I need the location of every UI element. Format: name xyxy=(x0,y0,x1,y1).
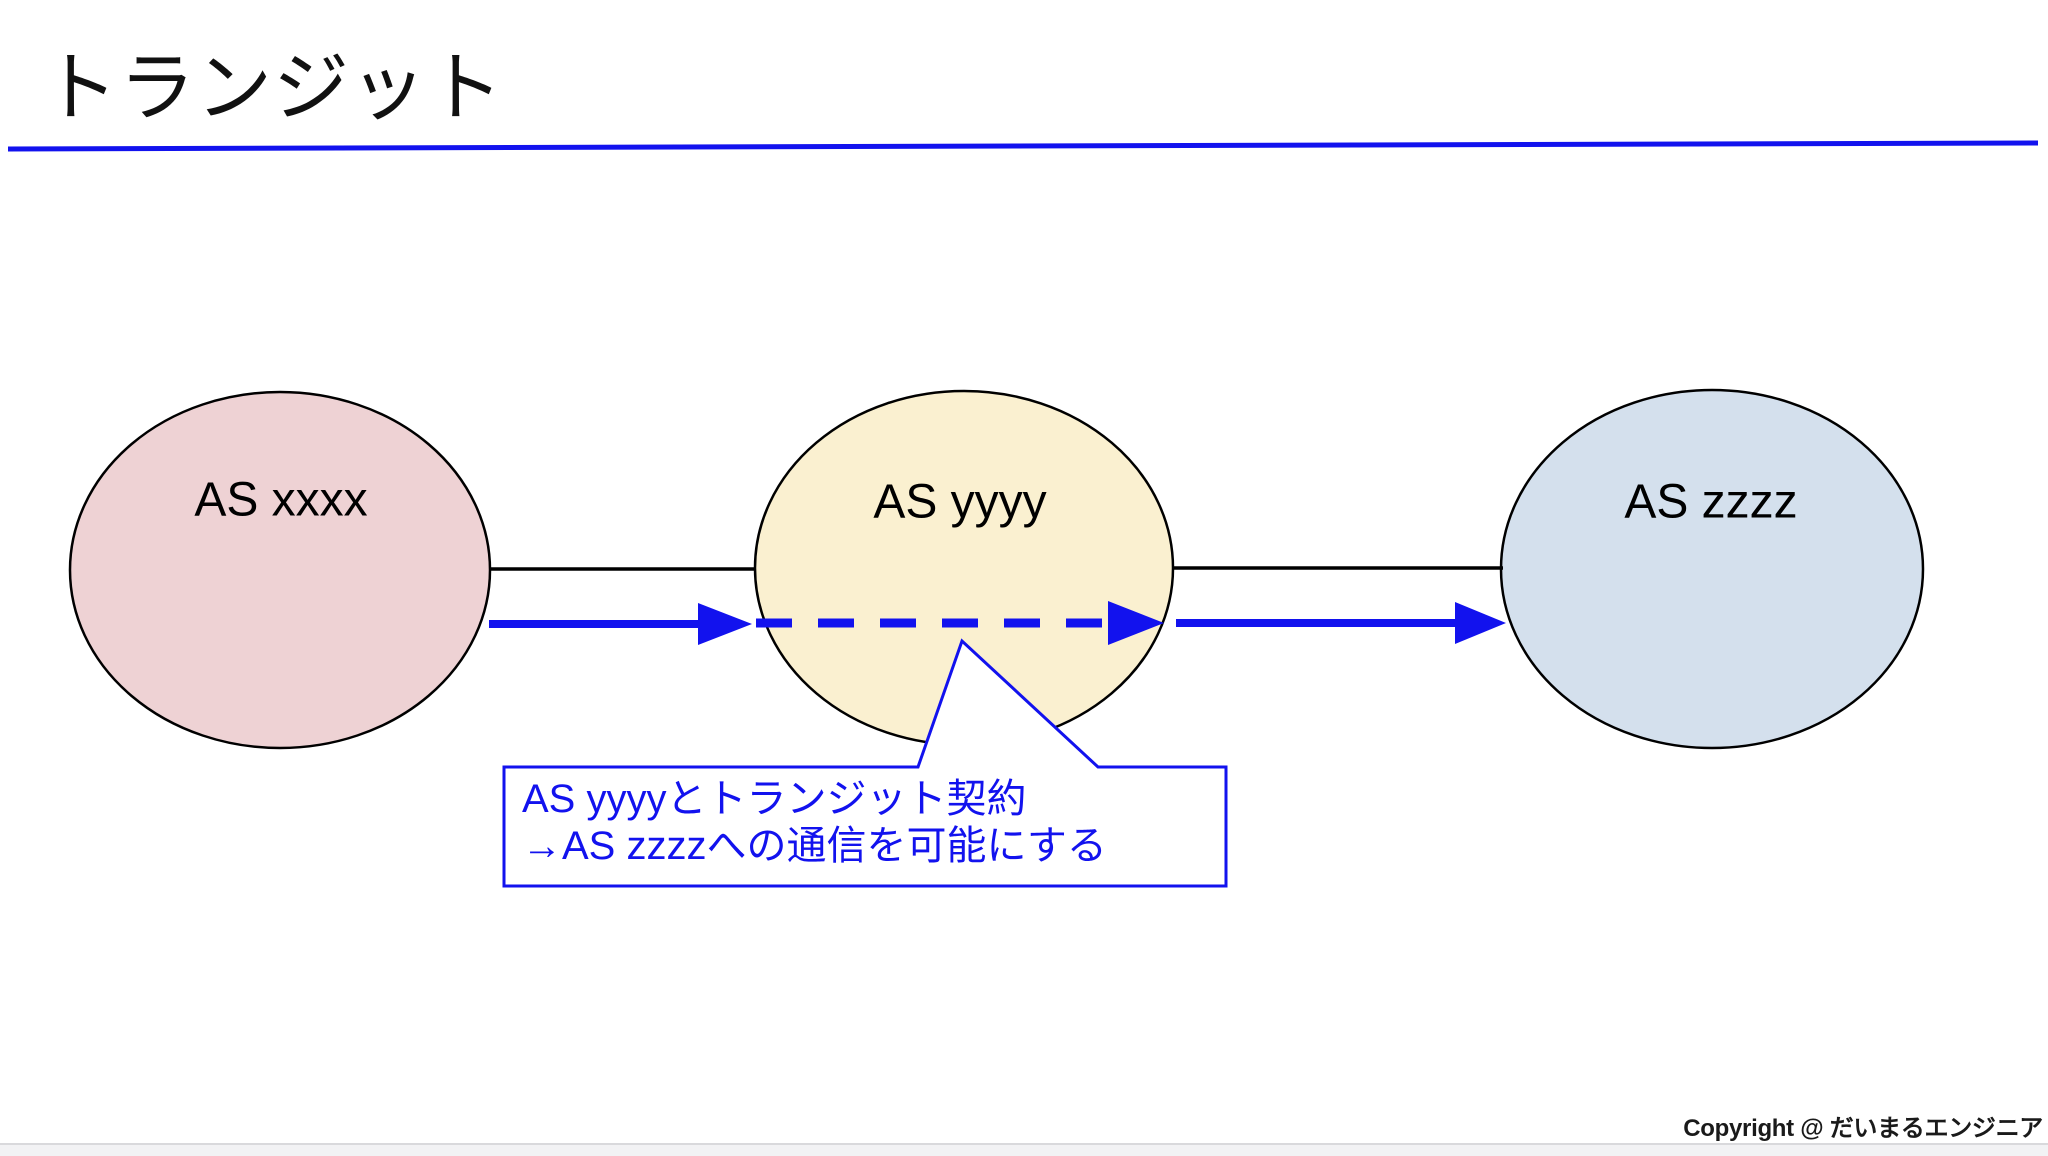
traffic-arrow-through-yyyy-head xyxy=(1108,601,1164,645)
node-as-zzzz-label: AS zzzz xyxy=(1624,475,1798,529)
callout-line-1: AS yyyyとトランジット契約 xyxy=(522,777,1027,821)
node-as-xxxx-ellipse xyxy=(68,390,492,750)
callout-bubble xyxy=(502,638,1228,888)
callout-line-2: →AS zzzzへの通信を可能にする xyxy=(522,824,1107,868)
node-as-yyyy-label: AS yyyy xyxy=(873,475,1047,529)
traffic-arrow-xxxx-to-yyyy-head xyxy=(698,603,752,645)
copyright-text: Copyright @ だいまるエンジニア xyxy=(1683,1115,2043,1142)
node-as-xxxx-label: AS xxxx xyxy=(194,473,368,527)
title-underline xyxy=(7,140,2039,152)
callout-text: AS yyyyとトランジット契約 →AS zzzzへの通信を可能にする xyxy=(522,776,1107,870)
footer-bar xyxy=(0,1143,2048,1156)
page-title: トランジット xyxy=(42,46,504,131)
node-as-zzzz-ellipse xyxy=(1499,388,1925,750)
traffic-arrow-yyyy-to-zzzz-head xyxy=(1455,602,1506,644)
